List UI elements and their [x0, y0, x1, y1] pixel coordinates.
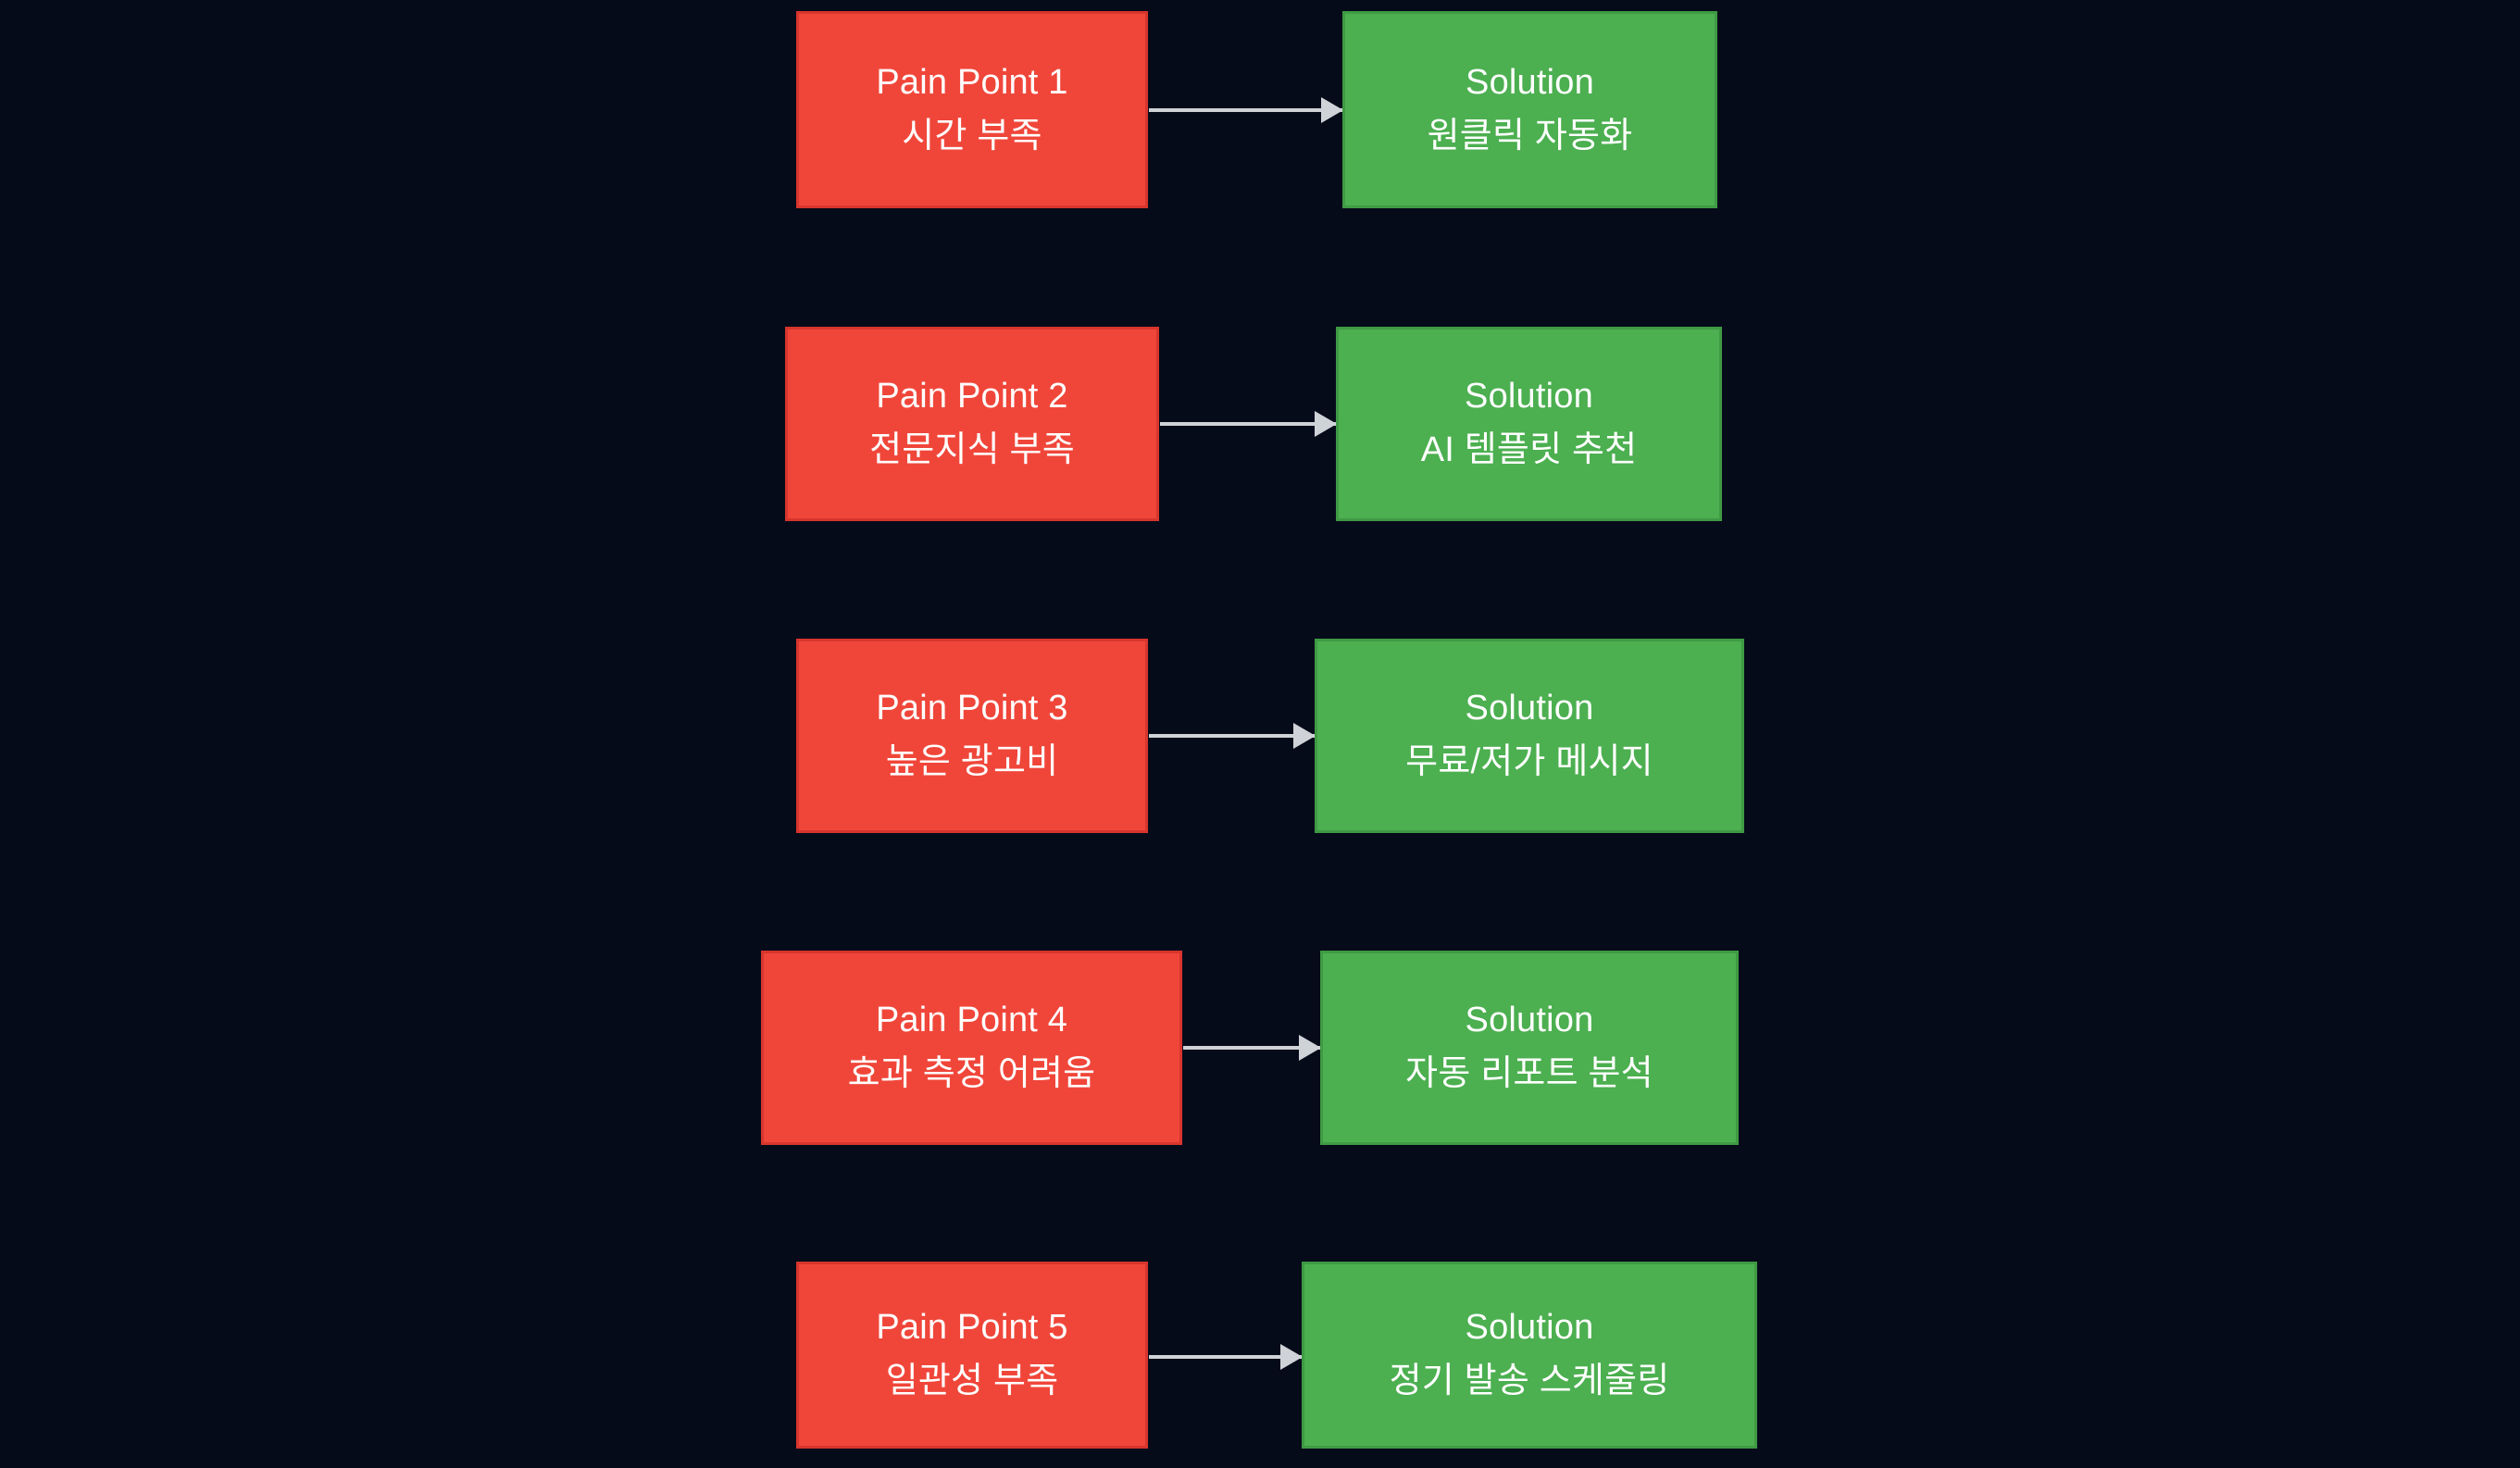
pain-point-node-4[interactable]: Pain Point 4 효과 측정 어려움: [761, 951, 1182, 1145]
pain-point-node-5[interactable]: Pain Point 5 일관성 부족: [796, 1262, 1148, 1449]
solution-node-2[interactable]: Solution AI 템플릿 추천: [1336, 327, 1722, 521]
solution-title-4: Solution: [1465, 1001, 1594, 1040]
solution-subtitle-1: 원클릭 자동화: [1427, 116, 1633, 156]
pain-point-subtitle-1: 시간 부족: [902, 116, 1042, 156]
solution-subtitle-2: AI 템플릿 추천: [1420, 430, 1638, 469]
solution-node-4[interactable]: Solution 자동 리포트 분석: [1320, 951, 1739, 1145]
solution-node-1[interactable]: Solution 원클릭 자동화: [1342, 11, 1717, 208]
pain-point-node-3[interactable]: Pain Point 3 높은 광고비: [796, 639, 1148, 833]
solution-node-5[interactable]: Solution 정기 발송 스케줄링: [1302, 1262, 1757, 1449]
solution-subtitle-3: 무료/저가 메시지: [1405, 742, 1653, 781]
arrow-1: [1149, 97, 1343, 123]
solution-title-3: Solution: [1465, 689, 1594, 728]
pain-point-node-1[interactable]: Pain Point 1 시간 부족: [796, 11, 1148, 208]
arrow-2: [1160, 411, 1337, 437]
pain-point-title-1: Pain Point 1: [876, 62, 1068, 102]
pain-point-subtitle-3: 높은 광고비: [885, 742, 1059, 781]
solution-title-2: Solution: [1465, 377, 1593, 417]
pain-point-title-4: Pain Point 4: [875, 1001, 1068, 1040]
pain-point-node-2[interactable]: Pain Point 2 전문지식 부족: [785, 327, 1159, 521]
solution-subtitle-4: 자동 리포트 분석: [1405, 1054, 1653, 1093]
arrow-head-icon-2: [1315, 411, 1337, 437]
arrow-head-icon-5: [1280, 1344, 1303, 1370]
pain-point-title-5: Pain Point 5: [876, 1308, 1068, 1348]
pain-point-title-3: Pain Point 3: [876, 689, 1068, 728]
solution-subtitle-5: 정기 발송 스케줄링: [1389, 1362, 1670, 1400]
arrow-head-icon-1: [1321, 97, 1343, 123]
arrow-head-icon-4: [1299, 1035, 1321, 1061]
pain-point-subtitle-5: 일관성 부족: [885, 1362, 1059, 1400]
arrow-5: [1149, 1344, 1303, 1370]
solution-title-5: Solution: [1465, 1308, 1594, 1348]
arrow-head-icon-3: [1293, 723, 1316, 749]
solution-title-1: Solution: [1466, 62, 1594, 102]
pain-point-subtitle-2: 전문지식 부족: [869, 430, 1075, 469]
arrow-4: [1183, 1035, 1321, 1061]
arrow-3: [1149, 723, 1316, 749]
pain-point-title-2: Pain Point 2: [876, 377, 1068, 417]
pain-point-subtitle-4: 효과 측정 어려움: [847, 1054, 1096, 1093]
solution-node-3[interactable]: Solution 무료/저가 메시지: [1315, 639, 1744, 833]
